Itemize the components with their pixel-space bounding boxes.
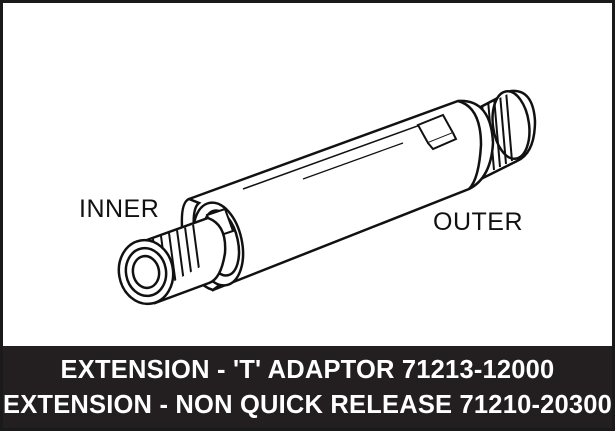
outer-label: OUTER bbox=[433, 208, 523, 236]
caption-banner: EXTENSION - 'T' ADAPTOR 71213-12000 EXTE… bbox=[3, 346, 612, 428]
extension-adaptor-illustration bbox=[117, 89, 537, 306]
caption-line-2: EXTENSION - NON QUICK RELEASE 71210-2030… bbox=[3, 391, 613, 419]
caption-line-1: EXTENSION - 'T' ADAPTOR 71213-12000 bbox=[60, 356, 555, 384]
inner-threaded-end bbox=[117, 216, 227, 306]
inner-label: INNER bbox=[79, 195, 160, 223]
main-barrel bbox=[187, 99, 495, 292]
